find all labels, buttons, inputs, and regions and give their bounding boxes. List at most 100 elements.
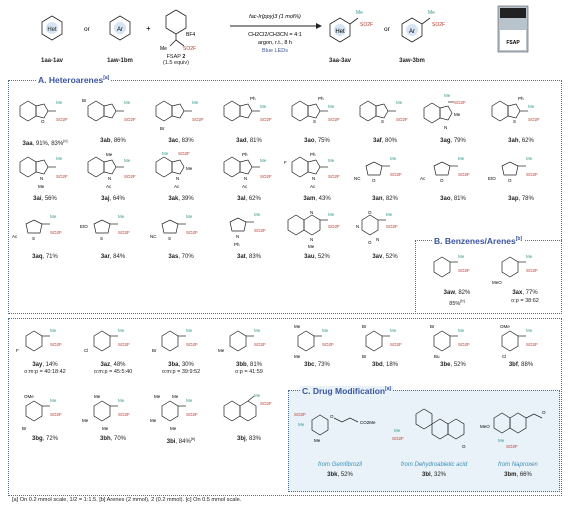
svg-text:SO2F: SO2F xyxy=(528,117,540,122)
compound-3af: S Me SO2F 3af, 80% xyxy=(352,92,418,148)
compound-3ba: Br Me SO2F 3ba, 30% o:m:p = 39:9:52 xyxy=(152,328,201,375)
svg-text:Ph: Ph xyxy=(242,152,248,157)
svg-text:Me: Me xyxy=(328,158,335,163)
svg-text:N: N xyxy=(356,224,359,229)
compound-3bk: SO2F Me Me O CO2Me from Gemfibrozil 3bk,… xyxy=(292,400,388,484)
svg-text:S: S xyxy=(168,236,171,241)
svg-text:Me: Me xyxy=(186,214,193,219)
compound-3ah: Ph S Me SO2F 3ah, 62% xyxy=(488,92,554,148)
svg-text:SO2F: SO2F xyxy=(118,230,130,235)
svg-text:SO2F: SO2F xyxy=(56,117,68,122)
svg-text:F: F xyxy=(16,348,19,353)
section-a-title: A. Heteroarenes[a] xyxy=(36,75,112,85)
svg-text:Me: Me xyxy=(124,158,131,163)
plus-text: + xyxy=(146,24,151,33)
cond-light: Blue LEDs xyxy=(262,48,288,54)
svg-text:OMe: OMe xyxy=(500,324,510,329)
svg-text:Ac: Ac xyxy=(242,184,248,189)
svg-text:CO2Me: CO2Me xyxy=(360,420,376,425)
svg-text:Me: Me xyxy=(106,152,113,157)
svg-text:Me: Me xyxy=(314,438,321,443)
svg-text:SO2F: SO2F xyxy=(386,224,398,229)
compound-3bj: Me SO2F 3bj, 83% xyxy=(216,392,282,448)
svg-text:Me: Me xyxy=(396,100,403,105)
svg-text:Me: Me xyxy=(526,254,533,259)
drug-source-2: from Dehydroabietic acid xyxy=(400,462,468,468)
svg-text:Me: Me xyxy=(218,348,225,353)
svg-text:MeO: MeO xyxy=(492,280,502,285)
svg-text:SO2F: SO2F xyxy=(390,172,402,177)
cond-solvent: CH2Cl2/CH3CN = 4:1 xyxy=(248,32,302,38)
compound-3bi: Me Me Me Me Me SO2F 3bi, 84%[b] xyxy=(150,394,198,445)
svg-text:SO2F: SO2F xyxy=(56,174,68,179)
svg-text:Me: Me xyxy=(94,394,101,399)
svg-text:Me: Me xyxy=(186,328,193,333)
compound-3bd: Br Br Me SO2F 3bd, 18% xyxy=(362,324,402,368)
svg-text:Ph: Ph xyxy=(318,96,324,101)
svg-text:Me: Me xyxy=(526,156,533,161)
compound-3aj: Me N Ac Me SO2F 3aj, 64% xyxy=(80,150,146,206)
compound-3au: N N Me Me SO2F 3au, 52% xyxy=(284,208,350,264)
svg-text:Me: Me xyxy=(458,156,465,161)
svg-text:Me: Me xyxy=(186,166,193,171)
svg-text:S: S xyxy=(32,236,35,241)
reactant2-label: 1aw-1bm xyxy=(107,58,133,64)
svg-text:EtO: EtO xyxy=(488,176,496,181)
footnote: [a] On 0.2 mmol scale, 1/2 = 1:1.5. [b] … xyxy=(12,497,242,503)
svg-text:Me: Me xyxy=(150,418,157,423)
ar-text: Ar xyxy=(117,27,123,33)
svg-text:S: S xyxy=(513,119,516,124)
svg-text:SO2F: SO2F xyxy=(50,342,62,347)
svg-text:Me: Me xyxy=(56,156,63,161)
reagent-me-text: Me xyxy=(160,46,167,52)
section-arenes-lower-box xyxy=(8,318,562,496)
svg-text:O: O xyxy=(542,410,546,415)
ar-text-product: Ar xyxy=(409,29,415,35)
svg-text:SO2F: SO2F xyxy=(118,342,130,347)
svg-text:Me: Me xyxy=(50,214,57,219)
svg-text:Me: Me xyxy=(260,104,267,109)
svg-text:N: N xyxy=(310,237,313,242)
svg-text:Me: Me xyxy=(394,428,401,433)
svg-text:Me: Me xyxy=(82,418,89,423)
svg-text:Me: Me xyxy=(386,212,393,217)
svg-text:Ph: Ph xyxy=(518,96,524,101)
fsap-reagent: BF4 Me SO2F xyxy=(160,9,196,52)
compound-3ao-b: Ac O Me SO2F 3ao, 81% xyxy=(420,156,470,202)
svg-text:Me: Me xyxy=(454,112,461,117)
prod-me-2: Me xyxy=(428,10,435,16)
fsap-photo: FSAP xyxy=(497,5,529,53)
svg-text:Me: Me xyxy=(118,328,125,333)
svg-text:SO2F: SO2F xyxy=(260,117,272,122)
svg-text:O: O xyxy=(330,414,334,419)
svg-text:S: S xyxy=(381,119,384,124)
svg-text:SO2F: SO2F xyxy=(254,228,266,233)
compound-3bg: OMe Br Me SO2F 3bg, 72% xyxy=(22,394,62,442)
arrow-head xyxy=(316,23,322,29)
product2-label: 3aw-3bm xyxy=(399,58,425,64)
compound-3al: Ph N Ac Me SO2F 3al, 62% xyxy=(216,150,282,206)
svg-text:SO2F: SO2F xyxy=(260,401,272,406)
svg-text:Me: Me xyxy=(498,438,505,443)
arene-reactant: Ar xyxy=(109,15,131,41)
svg-text:Me: Me xyxy=(260,158,267,163)
svg-text:O: O xyxy=(368,210,372,215)
section-c-title: C. Drug Modification[a] xyxy=(300,386,394,396)
cond-atm: argon, r.t., 8 h xyxy=(258,40,292,46)
svg-text:O: O xyxy=(368,240,372,245)
svg-text:SO2F: SO2F xyxy=(506,444,518,449)
het-text: Het xyxy=(47,27,57,33)
svg-text:O: O xyxy=(372,178,376,183)
drug-source-1: from Gemfibrozil xyxy=(317,462,362,468)
compound-3bc: Me Me Me SO2F 3bc, 73% xyxy=(294,324,334,368)
svg-text:Br: Br xyxy=(362,354,367,359)
svg-text:Me: Me xyxy=(294,324,301,329)
svg-text:Me: Me xyxy=(254,328,261,333)
svg-text:Me: Me xyxy=(254,393,261,398)
compound-3ar: EtO S Me SO2F 3ar, 84% xyxy=(80,214,130,260)
compound-3ay: F Me SO2F 3ay, 14% o:m:p = 40:18:42 xyxy=(16,328,66,375)
svg-text:SO2F: SO2F xyxy=(526,268,538,273)
svg-text:N: N xyxy=(40,176,43,181)
compound-3ax: MeO Me SO2F 3ax, 77% o:p = 38:62 xyxy=(492,254,539,304)
svg-text:SO2F: SO2F xyxy=(322,342,334,347)
